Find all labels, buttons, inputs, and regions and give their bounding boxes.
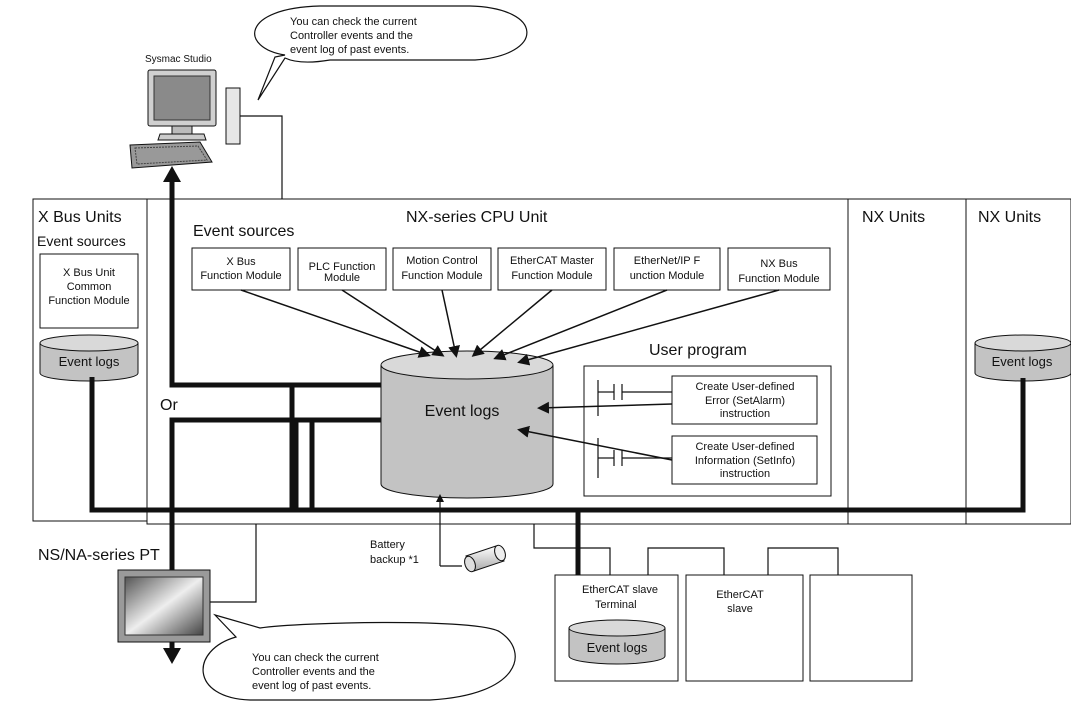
- module-nx-bus: NX Bus Function Module: [727, 247, 831, 291]
- ethercat-slave-terminal-line-2: Terminal: [595, 599, 637, 611]
- module-nx-bus-line-1: NX Bus: [760, 258, 798, 270]
- x-bus-event-logs-label: Event logs: [59, 354, 120, 369]
- x-bus-event-logs-cylinder: Event logs: [39, 334, 139, 382]
- bubble-top-line-3: event log of past events.: [290, 44, 409, 56]
- battery-icon: [464, 544, 506, 573]
- module-plc: PLC Function Module: [297, 247, 387, 291]
- instruction-setalarm-line-3: instruction: [720, 408, 770, 420]
- instruction-setinfo-line-1: Create User-defined: [695, 441, 794, 453]
- module-ethercat-line-2: Function Module: [511, 270, 592, 282]
- nx-cpu-unit-label: NX-series CPU Unit: [406, 209, 548, 226]
- module-x-bus: X Bus Function Module: [191, 247, 291, 291]
- x-bus-common-module-box: [39, 253, 139, 329]
- module-ethercat-master: EtherCAT Master Function Module: [497, 247, 607, 291]
- bubble-bottom-line-1: You can check the current: [252, 652, 379, 664]
- nx-units-event-logs-cylinder: Event logs: [974, 334, 1071, 382]
- ethercat-slave-empty-box: [809, 574, 913, 682]
- module-motion-line-1: Motion Control: [406, 255, 478, 267]
- nx-units-label-2: NX Units: [978, 209, 1041, 226]
- nx-units-event-logs-label: Event logs: [992, 354, 1053, 369]
- instruction-setalarm-line-1: Create User-defined: [695, 381, 794, 393]
- or-label: Or: [160, 397, 178, 414]
- speech-bubble-bottom: You can check the current Controller eve…: [202, 613, 516, 701]
- module-ethernet-ip: EtherNet/IP F unction Module: [613, 247, 721, 291]
- module-ethercat-line-1: EtherCAT Master: [510, 255, 594, 267]
- bubble-bottom-line-2: Controller events and the: [252, 666, 375, 678]
- instruction-setalarm-box: Create User-defined Error (SetAlarm) ins…: [671, 375, 818, 425]
- main-event-logs-cylinder: Event logs: [380, 350, 554, 499]
- instruction-setinfo-line-2: Information (SetInfo): [695, 455, 795, 467]
- ethercat-event-logs-label: Event logs: [587, 640, 648, 655]
- ethercat-event-logs-cylinder: Event logs: [568, 619, 666, 665]
- bubble-top-line-2: Controller events and the: [290, 30, 413, 42]
- computer-icon: [129, 69, 241, 169]
- pt-terminal-icon: [117, 569, 211, 643]
- instruction-setinfo-line-3: instruction: [720, 468, 770, 480]
- nx-units-box-1: [847, 198, 967, 525]
- ethercat-slave-terminal-line-1: EtherCAT slave: [582, 584, 658, 596]
- module-plc-line-2: Module: [324, 272, 360, 284]
- nx-units-label-1: NX Units: [862, 209, 925, 226]
- module-ethernet-line-2: unction Module: [630, 270, 705, 282]
- sysmac-studio-label: Sysmac Studio: [145, 54, 212, 65]
- module-nx-bus-line-2: Function Module: [738, 273, 819, 285]
- main-event-logs-label: Event logs: [425, 403, 500, 420]
- x-bus-event-sources-label: Event sources: [37, 233, 126, 249]
- module-plc-line-1: PLC Function: [309, 261, 376, 273]
- module-motion-control: Motion Control Function Module: [392, 247, 492, 291]
- module-x-bus-line-1: X Bus: [226, 256, 256, 268]
- instruction-setinfo-box: Create User-defined Information (SetInfo…: [671, 435, 818, 485]
- ns-na-pt-label: NS/NA-series PT: [38, 547, 160, 564]
- battery-label-line-2: backup *1: [370, 554, 419, 566]
- ladder-rung-1: [597, 380, 672, 416]
- module-motion-line-2: Function Module: [401, 270, 482, 282]
- x-bus-units-label: X Bus Units: [38, 209, 122, 226]
- instruction-setalarm-line-2: Error (SetAlarm): [705, 395, 785, 407]
- battery-label-line-1: Battery: [370, 539, 405, 551]
- ethercat-slave-line-1: EtherCAT: [716, 589, 764, 601]
- event-sources-label: Event sources: [193, 223, 294, 240]
- ethercat-slave-box: [685, 574, 804, 682]
- module-x-bus-line-2: Function Module: [200, 270, 281, 282]
- user-program-label: User program: [649, 342, 747, 359]
- x-bus-common-module-line-3: Function Module: [48, 295, 129, 307]
- x-bus-common-module-line-1: X Bus Unit: [63, 267, 115, 279]
- bubble-top-line-1: You can check the current: [290, 16, 417, 28]
- x-bus-common-module-line-2: Common: [67, 281, 112, 293]
- speech-bubble-top: You can check the current Controller eve…: [254, 5, 528, 101]
- ethercat-slave-line-2: slave: [727, 603, 753, 615]
- bubble-bottom-line-3: event log of past events.: [252, 680, 371, 692]
- module-ethernet-line-1: EtherNet/IP F: [634, 255, 701, 267]
